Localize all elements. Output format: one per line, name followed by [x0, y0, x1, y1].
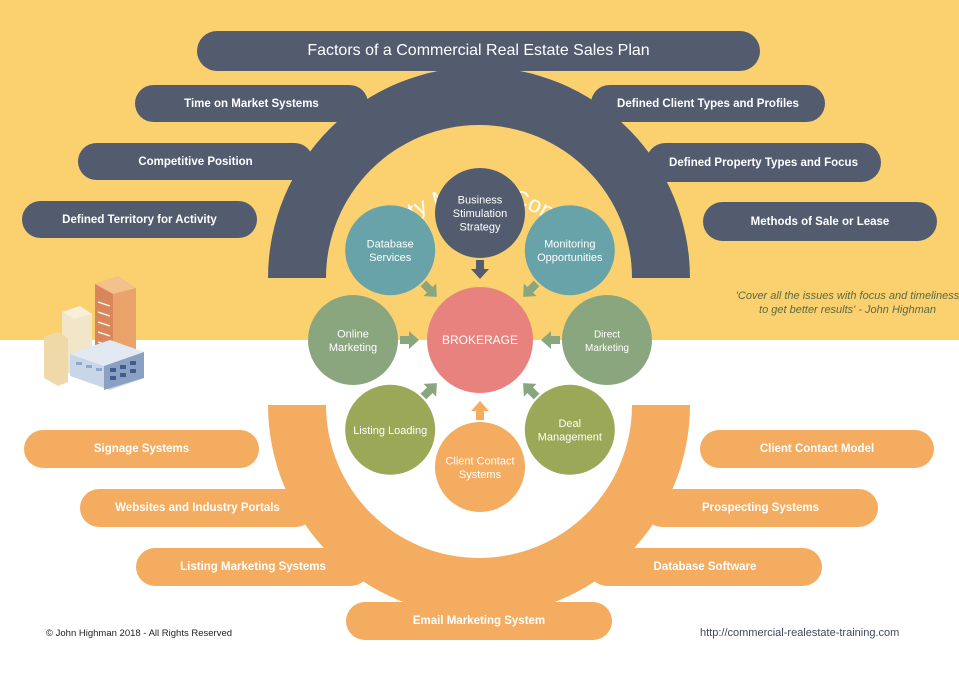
- arrow-icon: [541, 331, 560, 349]
- top-arc-band: [268, 67, 690, 278]
- bottom-arc-band: [268, 405, 690, 616]
- satellite-node: [345, 205, 436, 296]
- arrow-icon: [523, 383, 540, 400]
- satellite-node-label: Monitoring: [544, 238, 595, 250]
- arrow-icon: [420, 280, 437, 297]
- right-top-item-2: Defined Property Types and Focus: [646, 143, 881, 182]
- right-bottom-item-3: Database Software: [588, 548, 822, 586]
- bottom-arc-label: Resources: [424, 525, 529, 550]
- satellite-node-label: Deal: [558, 418, 581, 430]
- arrow-icon: [471, 260, 489, 279]
- nodes-group: BROKERAGE BusinessStimulationStrategyMoni…: [308, 168, 652, 512]
- satellite-node: [562, 295, 652, 385]
- right-top-item-3: Methods of Sale or Lease: [703, 202, 937, 241]
- arrows-group: [400, 260, 560, 420]
- buildings-illustration-icon: [44, 276, 144, 390]
- website-url: http://commercial-realestate-training.co…: [700, 627, 900, 639]
- satellite-node: [524, 205, 615, 296]
- right-top-item-1: Defined Client Types and Profiles: [591, 85, 825, 122]
- right-bottom-item-1: Client Contact Model: [700, 430, 934, 468]
- satellite-node-label: Marketing: [329, 342, 377, 354]
- satellite-node: [345, 384, 436, 475]
- satellite-node-label: Database: [367, 238, 414, 250]
- satellite-node-label: Direct: [594, 329, 620, 340]
- satellite-node-label: Marketing: [585, 343, 629, 354]
- center-node: [427, 287, 533, 393]
- right-bottom-item-2: Prospecting Systems: [643, 489, 878, 527]
- left-bottom-item-2: Websites and Industry Portals: [80, 489, 315, 527]
- satellite-node: [524, 384, 615, 475]
- diagram-title: Factors of a Commercial Real Estate Sale…: [197, 31, 760, 71]
- copyright-text: © John Highman 2018 - All Rights Reserve…: [46, 628, 233, 639]
- left-bottom-item-3: Listing Marketing Systems: [136, 548, 370, 586]
- left-bottom-item-1: Signage Systems: [24, 430, 259, 468]
- satellite-node-label: Online: [337, 328, 369, 340]
- satellite-node: [435, 422, 525, 512]
- center-node-label: BROKERAGE: [442, 333, 518, 347]
- satellite-node-label: Stimulation: [453, 208, 507, 220]
- satellite-node-label: Systems: [459, 469, 502, 481]
- left-top-item-1: Time on Market Systems: [135, 85, 368, 122]
- satellite-node-label: Services: [369, 252, 412, 264]
- left-top-item-2: Competitive Position: [78, 143, 313, 180]
- satellite-node-label: Strategy: [460, 222, 501, 234]
- satellite-node-label: Listing Loading: [353, 425, 427, 437]
- arrow-icon: [420, 383, 437, 400]
- satellite-node-label: Opportunities: [537, 252, 603, 264]
- bottom-center-item: Email Marketing System: [346, 602, 612, 640]
- satellite-node-label: Management: [538, 432, 602, 444]
- satellite-node-label: Business: [458, 195, 503, 207]
- satellite-node: [308, 295, 398, 385]
- arrow-icon: [523, 280, 540, 297]
- satellite-node: [435, 168, 525, 258]
- arrow-icon: [400, 331, 419, 349]
- quote-text: 'Cover all the issues with focus and tim…: [735, 290, 959, 316]
- satellite-node-label: Client Contact: [445, 455, 514, 467]
- left-top-item-3: Defined Territory for Activity: [22, 201, 257, 238]
- arrow-icon: [471, 401, 489, 420]
